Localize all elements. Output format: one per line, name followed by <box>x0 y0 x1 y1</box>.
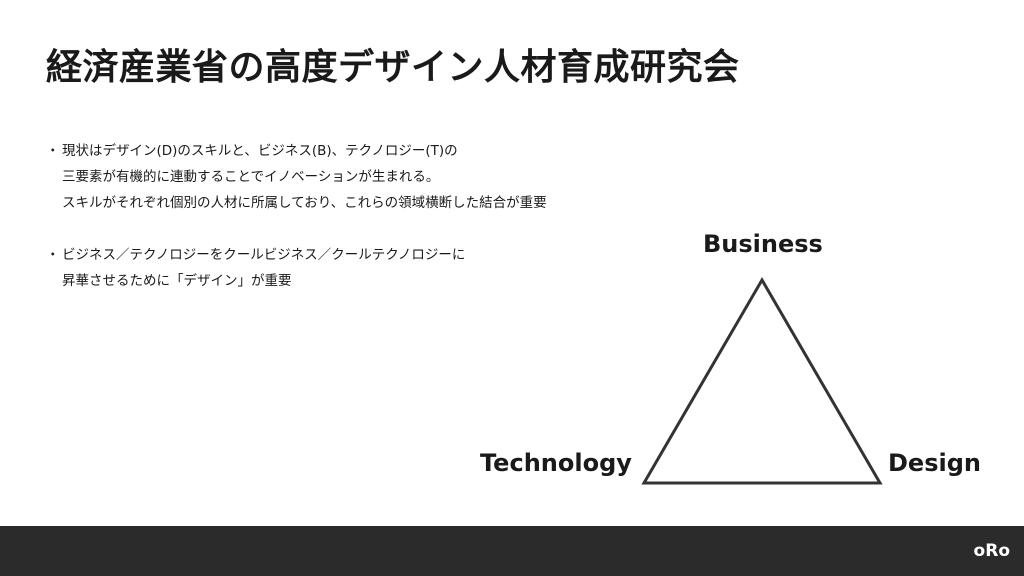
label-design: Design <box>888 449 981 477</box>
bullet-list: ・現状はデザイン(D)のスキルと、ビジネス(B)、テクノロジー(T)の 三要素が… <box>46 138 606 320</box>
footer-bar: oRo <box>0 526 1024 576</box>
bullet-line: スキルがそれぞれ個別の人材に所属しており、これらの領域横断した結合が重要 <box>62 195 547 211</box>
bullet-line: 三要素が有機的に連動することでイノベーションが生まれる。 <box>62 169 440 185</box>
bullet-text: ビジネス／テクノロジーをクールビジネス／クールテクノロジーに <box>62 247 466 263</box>
bullet-line: ・現状はデザイン(D)のスキルと、ビジネス(B)、テクノロジー(T)の <box>46 138 606 164</box>
triangle-diagram: Business Technology Design <box>470 225 990 500</box>
bullet-line: ・ビジネス／テクノロジーをクールビジネス／クールテクノロジーに <box>46 242 606 268</box>
label-technology: Technology <box>480 449 632 477</box>
bullet-marker: ・ <box>46 247 60 263</box>
label-business: Business <box>703 230 823 258</box>
slide-title: 経済産業省の高度デザイン人材育成研究会 <box>46 47 740 88</box>
oro-logo: oRo <box>973 541 1010 561</box>
bullet-text: 現状はデザイン(D)のスキルと、ビジネス(B)、テクノロジー(T)の <box>62 143 458 159</box>
bullet-item-2: ・ビジネス／テクノロジーをクールビジネス／クールテクノロジーに 昇華させるために… <box>46 242 606 294</box>
slide: 経済産業省の高度デザイン人材育成研究会 ・現状はデザイン(D)のスキルと、ビジネ… <box>46 47 990 500</box>
bullet-line: 昇華させるために「デザイン」が重要 <box>62 273 292 289</box>
bullet-marker: ・ <box>46 143 60 159</box>
triangle-outline <box>641 277 883 485</box>
triangle-shape <box>641 277 883 485</box>
bullet-item-1: ・現状はデザイン(D)のスキルと、ビジネス(B)、テクノロジー(T)の 三要素が… <box>46 138 606 216</box>
